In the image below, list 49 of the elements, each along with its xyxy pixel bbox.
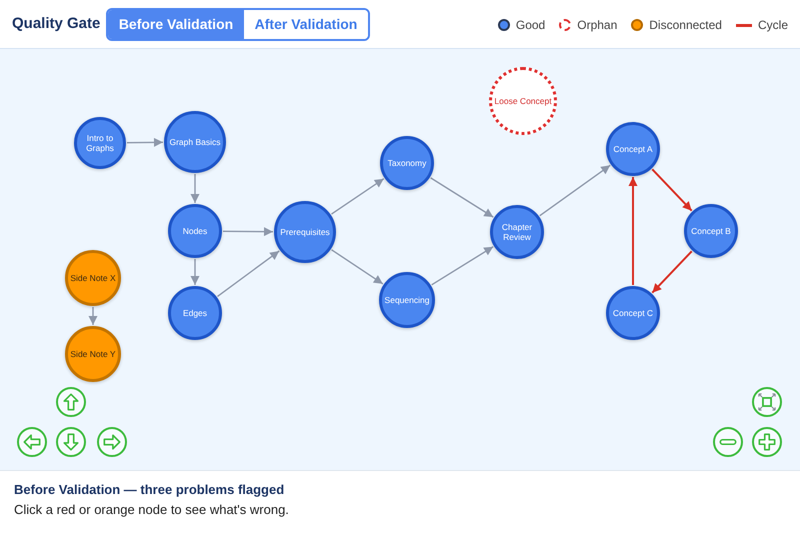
arrow xyxy=(331,249,384,284)
concept-node xyxy=(606,286,660,340)
arrow xyxy=(190,259,200,285)
node-label: Concept C xyxy=(612,308,654,318)
concept-node xyxy=(168,204,222,258)
page-title: Quality Gate xyxy=(12,15,100,33)
disconnected-node xyxy=(65,326,121,382)
node-label: Concept B xyxy=(691,226,731,236)
concept-node xyxy=(606,122,660,176)
arrow xyxy=(431,246,494,286)
node-label: Chapter Review xyxy=(500,222,534,242)
arrow xyxy=(652,250,692,294)
node-label: Graph Basics xyxy=(169,137,221,147)
active-tab: Before Validation xyxy=(108,10,244,39)
arrow xyxy=(430,177,494,218)
node-label: Prerequisites xyxy=(280,227,330,237)
arrow xyxy=(652,168,692,212)
node-label: Sequencing xyxy=(384,295,430,305)
arrow xyxy=(217,250,280,297)
concept-node xyxy=(168,286,222,340)
arrow xyxy=(628,177,638,285)
node-label: Nodes xyxy=(182,226,208,236)
arrow xyxy=(223,227,273,236)
info-text: Click a red or orange node to see what's wrong. xyxy=(14,502,289,518)
legend-label: Disconnected xyxy=(649,18,722,32)
legend-label: Good xyxy=(516,18,546,32)
node-label: Edges xyxy=(182,308,208,318)
node-label: Taxonomy xyxy=(388,158,426,168)
concept-node xyxy=(684,204,738,258)
concept-node xyxy=(74,117,126,169)
arrow xyxy=(331,178,384,215)
arrow xyxy=(539,164,611,216)
arrow xyxy=(190,174,200,203)
node-label: Loose Concept xyxy=(494,96,552,106)
arrow xyxy=(88,307,98,325)
legend-label: Orphan xyxy=(577,18,618,32)
node-label: Side Note Y xyxy=(70,349,116,359)
node-label: Concept A xyxy=(613,144,653,154)
legend-label: Cycle xyxy=(758,18,788,32)
concept-node xyxy=(380,136,434,190)
node-label: Intro to Graphs xyxy=(85,133,115,153)
concept-node xyxy=(379,272,435,328)
concept-node xyxy=(164,111,226,173)
node-label: Side Note X xyxy=(70,273,116,283)
concept-node xyxy=(274,201,336,263)
arrow xyxy=(127,138,163,147)
concept-node xyxy=(490,205,544,259)
info-heading: Before Validation — three problems flagged xyxy=(14,482,284,498)
disconnected-node xyxy=(65,250,121,306)
